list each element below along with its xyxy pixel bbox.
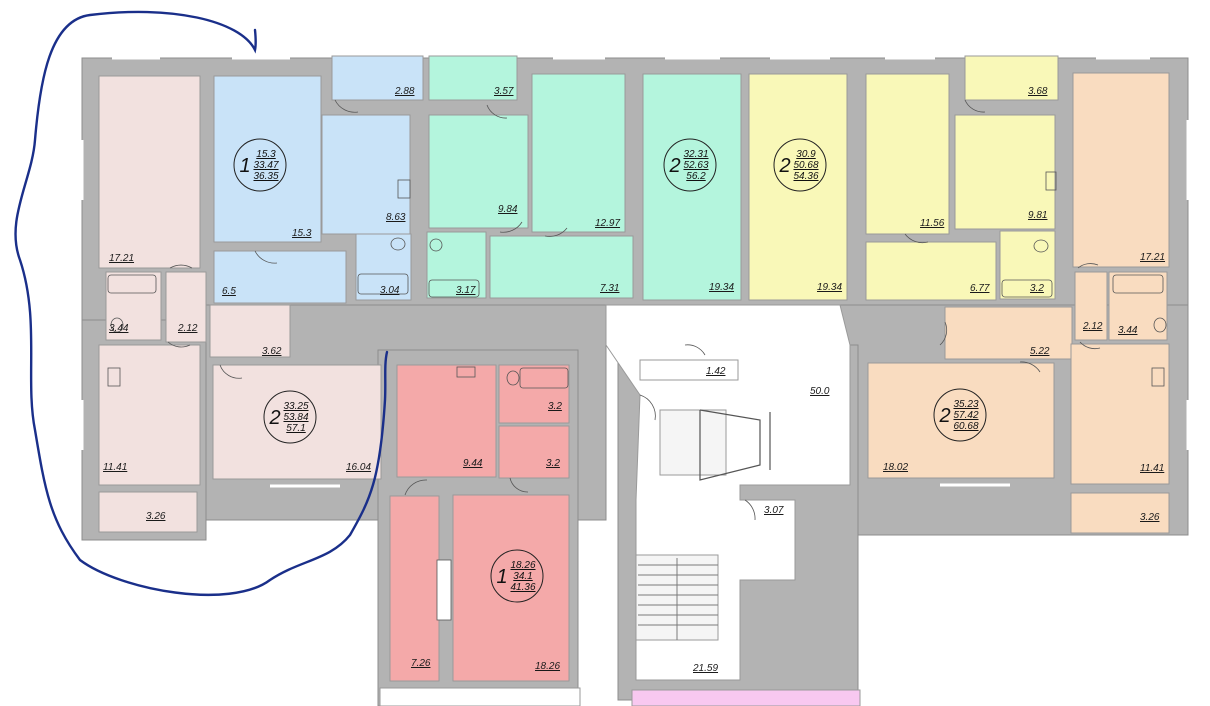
apartment-living-area: 15.3: [256, 149, 276, 160]
yellow-bath-label: 3.2: [1030, 283, 1044, 294]
apartment-total-area: 33.47: [253, 160, 278, 171]
windows: [80, 46, 1190, 488]
avito-watermark-text: Avito: [1138, 675, 1210, 706]
blue-kitchen-label: 8.63: [386, 212, 406, 223]
avito-watermark: Avito: [1102, 667, 1210, 706]
pink-room-top-label: 17.21: [109, 253, 134, 264]
apartment-yellow: [748, 55, 1059, 301]
green-room-big-label: 19.34: [709, 282, 734, 293]
apartment-area-with-balcony: 41.36: [510, 582, 535, 593]
avito-dots-icon: [1102, 667, 1132, 702]
hand-drawn-outline: [14, 10, 389, 597]
apartment-badge-circle: [263, 390, 317, 444]
apartment-badge-circle: [933, 388, 987, 442]
apartment-badge-circle: [663, 138, 717, 192]
apartment-rooms-count: 2: [938, 405, 950, 427]
apartment-area-with-balcony: 56.2: [686, 171, 706, 182]
apartment-total-area: 52.63: [683, 160, 708, 171]
apartment-area-with-balcony: 57.1: [286, 423, 305, 434]
common-area: [379, 304, 861, 706]
blue-bath-label: 3.04: [380, 285, 400, 296]
apartment-green: [426, 55, 742, 301]
door-swings: [167, 99, 1101, 521]
pink-room-big-label: 16.04: [346, 462, 371, 473]
red-balcony-label: 7.26: [411, 658, 431, 669]
peach-hall-label: 2.12: [1082, 321, 1103, 332]
apartment-red: [389, 364, 570, 682]
apartment-living-area: 30.9: [796, 149, 816, 160]
apartment-blue: [213, 55, 424, 304]
yellow-room-big-label: 19.34: [817, 282, 842, 293]
peach-corridor-label: 5.22: [1030, 346, 1050, 357]
green-kitchen-label: 9.84: [498, 204, 518, 215]
apartment-rooms-count: 2: [668, 155, 680, 177]
red-room-label: 18.26: [535, 661, 560, 672]
peach-bath-label: 3.44: [1118, 325, 1138, 336]
peach-balcony-label: 3.26: [1140, 512, 1160, 523]
pink-bath-label: 3.44: [109, 323, 129, 334]
blue-balcony-label: 2.88: [394, 86, 415, 97]
room-labels: 17.21 3.44 2.12 3.62 11.41 16.04 3.26 2.…: [103, 86, 1165, 674]
pink-room-bottom-label: 11.41: [103, 462, 127, 473]
yellow-balcony-label: 3.68: [1028, 86, 1048, 97]
peach-room-big-label: 18.02: [883, 462, 908, 473]
stairwell-label: 21.59: [692, 663, 718, 674]
peach-room-bottom-label: 11.41: [1140, 463, 1164, 474]
stair-treads: [638, 558, 718, 640]
apartment-rooms-count: 1: [239, 155, 250, 177]
red-kitchen-label: 9.44: [463, 458, 483, 469]
green-hall-label: 7.31: [600, 283, 619, 294]
green-balcony-label: 3.57: [494, 86, 514, 97]
peach-room-top-label: 17.21: [1140, 252, 1165, 263]
lobby-label: 50.0: [810, 386, 830, 397]
apartment-area-with-balcony: 60.68: [953, 421, 978, 432]
apartment-total-area: 34.1: [513, 571, 532, 582]
red-bath-label: 3.2: [548, 401, 562, 412]
yellow-kitchen-label: 9.81: [1028, 210, 1047, 221]
apartment-living-area: 33.25: [283, 401, 308, 412]
apartment-badge-circle: [233, 138, 287, 192]
apartment-peach: [867, 72, 1170, 534]
red-hall-label: 3.2: [546, 458, 560, 469]
blue-room-label: 15.3: [292, 228, 312, 239]
apartment-living-area: 18.26: [510, 560, 535, 571]
blue-hall-label: 6.5: [222, 286, 236, 297]
apartment-rooms-count: 2: [778, 155, 790, 177]
fixtures: [107, 171, 1167, 621]
pink-balcony-label: 3.26: [146, 511, 166, 522]
yellow-hall-label: 6.77: [970, 283, 990, 294]
apartment-living-area: 32.31: [683, 149, 708, 160]
apartment-total-area: 57.42: [953, 410, 978, 421]
pink-hall-label: 2.12: [177, 323, 198, 334]
stair-passage-label: 3.07: [764, 505, 784, 516]
green-room-small-label: 12.97: [595, 218, 620, 229]
apartment-rooms-count: 2: [268, 407, 280, 429]
lift-hall-small-label: 1.42: [706, 366, 726, 377]
apartment-area-with-balcony: 54.36: [793, 171, 818, 182]
apartment-badge-circle: [490, 549, 544, 603]
apartment-total-area: 53.84: [283, 412, 308, 423]
yellow-room-small-label: 11.56: [920, 218, 945, 229]
apartment-living-area: 35.23: [953, 399, 978, 410]
green-bath-label: 3.17: [456, 285, 476, 296]
apartment-total-area: 50.68: [793, 160, 818, 171]
apartment-badge-circle: [773, 138, 827, 192]
apartment-rooms-count: 1: [496, 566, 507, 588]
pink-corridor-label: 3.62: [262, 346, 282, 357]
elevator-shaft: [699, 409, 771, 481]
apartment-area-with-balcony: 36.35: [253, 171, 278, 182]
